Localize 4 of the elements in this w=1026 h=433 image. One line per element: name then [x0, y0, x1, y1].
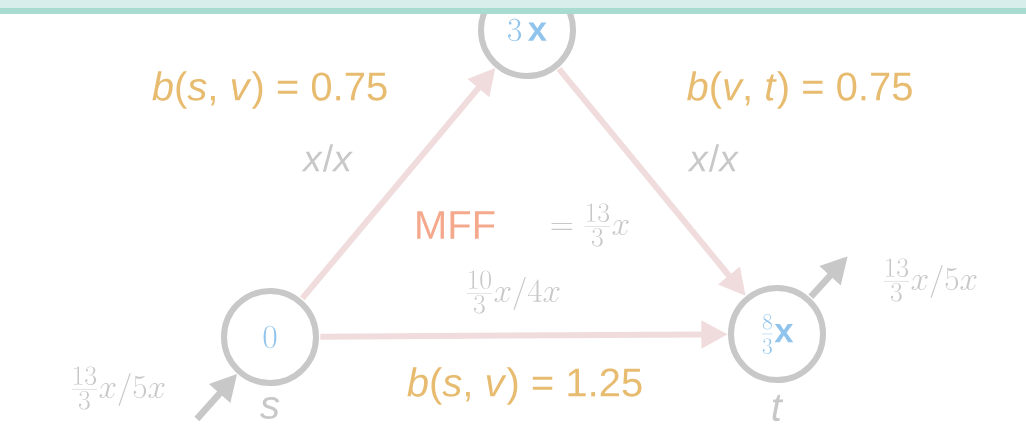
capacity-label: MFF: [412, 209, 498, 241]
capacity-label: b(s, v) = 0.75: [150, 70, 390, 110]
capacity-label: b(s, v) = 1.25: [405, 366, 645, 406]
capacity-label: b(v, t) = 0.75: [685, 70, 915, 110]
